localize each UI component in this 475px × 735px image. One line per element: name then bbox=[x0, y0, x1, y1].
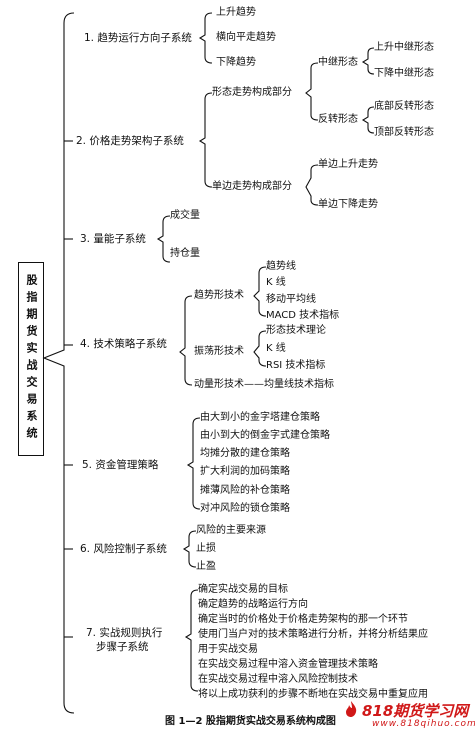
brace-s4-trend bbox=[253, 266, 267, 317]
section-4-item: 形态技术理论 bbox=[266, 325, 326, 336]
brace-s7 bbox=[184, 589, 199, 692]
section-3-item: 持仓量 bbox=[170, 248, 200, 259]
figure-caption: 图 1—2 股指期货实战交易系统构成图 bbox=[165, 716, 336, 727]
section-7-item: 确定实战交易的目标 bbox=[198, 584, 288, 595]
section-4-sub-label: 趋势形技术 bbox=[194, 290, 244, 301]
section-3-label: 3. 量能子系统 bbox=[80, 233, 146, 245]
section-7-item: 使用门当户对的技术策略进行分析，并将分析结果应 bbox=[198, 629, 428, 640]
section-4-label: 4. 技术策略子系统 bbox=[80, 338, 167, 350]
section-4-sub-label: 动量形技术——均量线技术指标 bbox=[194, 379, 334, 390]
section-5-item: 均摊分散的建仓策略 bbox=[200, 448, 290, 459]
section-7-item: 在实战交易过程中溶入资金管理技术策略 bbox=[198, 659, 378, 670]
brace-s3 bbox=[156, 215, 171, 263]
section-2-subsub-label: 反转形态 bbox=[318, 114, 358, 125]
section-4-sub-label: 振荡形技术 bbox=[194, 346, 244, 357]
brace-s6 bbox=[182, 530, 197, 568]
section-4-item: MACD 技术指标 bbox=[266, 310, 340, 321]
section-5-item: 扩大利润的加码策略 bbox=[200, 466, 290, 477]
brace-s2-form bbox=[305, 62, 319, 121]
section-2-subsub-label: 中继形态 bbox=[318, 57, 358, 68]
section-7-item: 用于实战交易 bbox=[198, 644, 258, 655]
section-2-label: 2. 价格走势架构子系统 bbox=[76, 135, 184, 147]
flame-icon bbox=[346, 701, 357, 717]
brace-s2-relay bbox=[361, 47, 375, 75]
section-2-item: 单边上升走势 bbox=[318, 159, 378, 170]
brace-s5 bbox=[186, 417, 201, 510]
brace-s4-osc bbox=[253, 330, 267, 367]
brace-s2-single bbox=[305, 164, 319, 206]
section-2-item: 下降中继形态 bbox=[374, 68, 434, 79]
section-5-item: 由大到小的金字塔建仓策略 bbox=[200, 412, 320, 423]
section-5-label: 5. 资金管理策略 bbox=[82, 459, 159, 471]
section-7-item: 将以上成功获利的步骤不断地在实战交易中重复应用 bbox=[198, 689, 428, 700]
brace-s4 bbox=[179, 295, 193, 386]
brace-s2 bbox=[198, 92, 213, 188]
section-7-item: 确定趋势的战略运行方向 bbox=[198, 599, 308, 610]
section-1-item: 下降趋势 bbox=[216, 57, 256, 68]
section-7-label: 步骤子系统 bbox=[96, 641, 149, 653]
section-2-sub-label: 形态走势构成部分 bbox=[212, 87, 292, 98]
watermark-url: www.818qihuo.com bbox=[372, 719, 475, 729]
section-5-item: 由小到大的倒金字式建仓策略 bbox=[200, 430, 330, 441]
brace-s1 bbox=[198, 12, 213, 64]
section-5-item: 对冲风险的锁仓策略 bbox=[200, 503, 290, 514]
section-2-item: 单边下降走势 bbox=[318, 199, 378, 210]
section-7-label: 7. 实战规则执行 bbox=[86, 627, 163, 639]
section-2-sub-label: 单边走势构成部分 bbox=[212, 181, 292, 192]
section-4-item: 移动平均线 bbox=[266, 294, 316, 305]
root-label: 股指期货实战交易系统 bbox=[25, 274, 38, 444]
watermark-brand: 818期货学习网 bbox=[362, 702, 469, 720]
root-box: 股指期货实战交易系统 bbox=[18, 262, 44, 456]
section-1-item: 上升趋势 bbox=[216, 7, 256, 18]
section-2-item: 上升中继形态 bbox=[374, 42, 434, 53]
section-2-item: 顶部反转形态 bbox=[374, 127, 434, 138]
section-7-item: 确定当时的价格处于价格走势架构的那一个环节 bbox=[198, 614, 408, 625]
section-4-item: K 线 bbox=[266, 343, 286, 354]
section-6-item: 止损 bbox=[196, 543, 216, 554]
section-3-item: 成交量 bbox=[170, 210, 200, 221]
section-2-item: 底部反转形态 bbox=[374, 101, 434, 112]
section-6-item: 风险的主要来源 bbox=[196, 525, 266, 536]
section-7-item: 在实战交易过程中溶入风险控制技术 bbox=[198, 674, 358, 685]
brace-s2-reversal bbox=[361, 106, 375, 134]
section-4-item: K 线 bbox=[266, 277, 286, 288]
section-5-item: 摊薄风险的补仓策略 bbox=[200, 485, 290, 496]
main-brace bbox=[42, 12, 75, 714]
section-6-item: 止盈 bbox=[196, 561, 216, 572]
section-1-label: 1. 趋势运行方向子系统 bbox=[84, 32, 192, 44]
section-6-label: 6. 风险控制子系统 bbox=[80, 543, 167, 555]
section-4-item: 趋势线 bbox=[266, 261, 296, 272]
section-4-item: RSI 技术指标 bbox=[266, 360, 326, 371]
section-1-item: 横向平走趋势 bbox=[216, 32, 276, 43]
